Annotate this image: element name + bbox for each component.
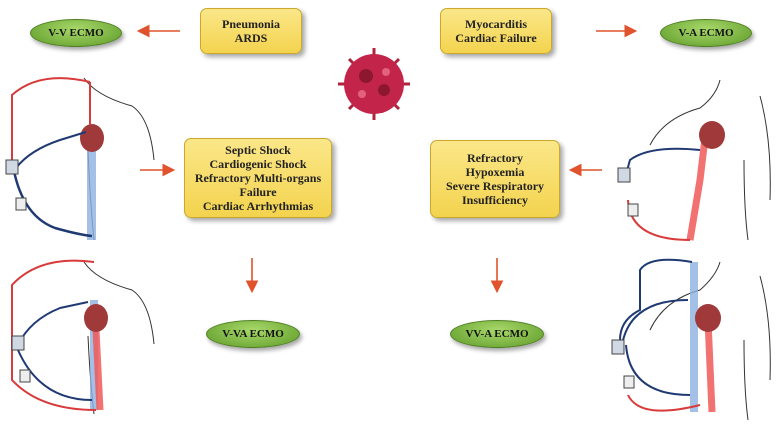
va-ecmo-label: V-A ECMO [678, 27, 734, 39]
figure-vva [11, 259, 155, 415]
vv-ecmo-oval: V-V ECMO [30, 19, 122, 47]
heart-icon [695, 304, 721, 332]
box-line: Septic Shock [225, 143, 291, 157]
ecmo-pump-icon [611, 339, 625, 355]
va-ecmo-oval: V-A ECMO [660, 19, 752, 47]
myocarditis-box: Myocarditis Cardiac Failure [440, 8, 552, 54]
box-line: Myocarditis [465, 17, 527, 31]
heart-icon [84, 304, 108, 332]
torso-outline-icon [649, 261, 771, 421]
hypoxemia-box: Refractory Hypoxemia Severe Respiratory … [430, 140, 560, 218]
vva2-ecmo-label: VV-A ECMO [465, 328, 529, 340]
box-line: Refractory [467, 151, 523, 165]
box-line: Pneumonia [221, 17, 280, 31]
ecmo-pump-icon [617, 167, 631, 183]
oxygenator-icon [19, 369, 31, 383]
box-line: Refractory Multi-organs [194, 171, 322, 185]
box-line: Severe Respiratory [445, 179, 545, 193]
pneumonia-box: Pneumonia ARDS [200, 8, 302, 54]
vva-ecmo-label: V-VA ECMO [222, 328, 284, 340]
box-line: Failure [239, 185, 277, 199]
box-line: Hypoxemia [465, 165, 525, 179]
ecmo-pump-icon [5, 159, 19, 175]
heart-icon [80, 124, 104, 152]
figure-va [617, 79, 771, 241]
box-line: ARDS [234, 31, 268, 45]
oxygenator-icon [623, 375, 635, 389]
heart-icon [699, 121, 725, 149]
septic-shock-box: Septic Shock Cardiogenic Shock Refractor… [184, 138, 332, 218]
figure-vva2 [611, 258, 771, 421]
figure-vv [5, 77, 155, 241]
oxygenator-icon [627, 203, 639, 217]
box-line: Insufficiency [462, 193, 528, 207]
virus-icon [338, 48, 410, 120]
vva2-ecmo-oval: VV-A ECMO [450, 320, 544, 348]
ecmo-pump-icon [11, 335, 25, 351]
oxygenator-icon [15, 197, 27, 211]
vva-ecmo-oval: V-VA ECMO [206, 320, 300, 348]
box-line: Cardiogenic Shock [209, 157, 307, 171]
vv-ecmo-label: V-V ECMO [48, 27, 104, 39]
box-line: Cardiac Arrhythmias [202, 199, 314, 213]
torso-outline-icon [649, 79, 771, 241]
box-line: Cardiac Failure [455, 31, 537, 45]
